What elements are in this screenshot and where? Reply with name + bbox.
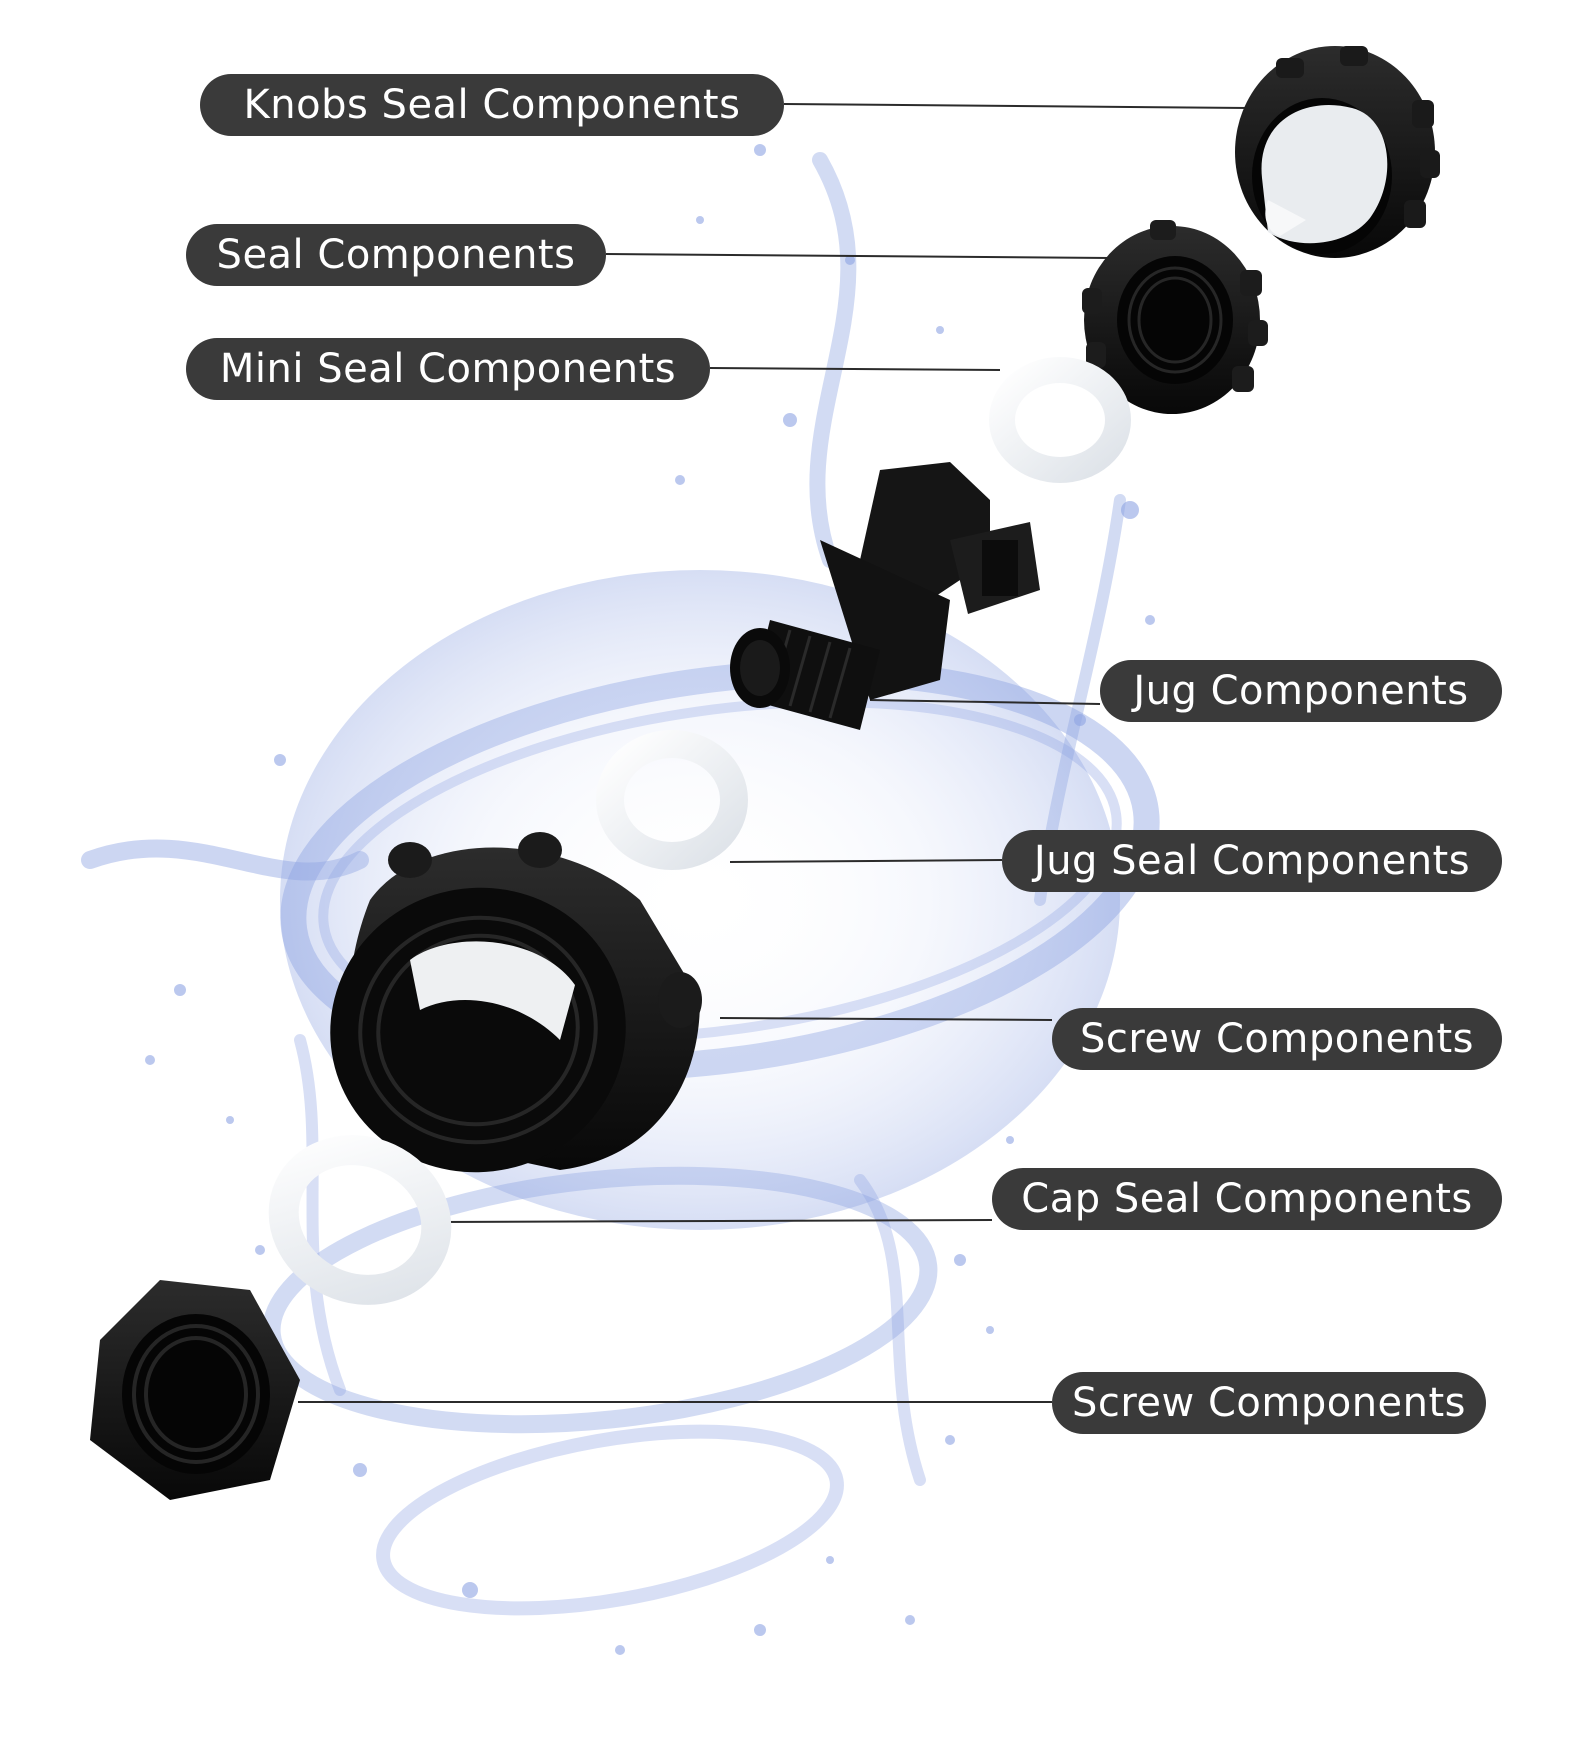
leader-line-cap-seal [439, 1219, 993, 1223]
water-droplets [145, 144, 1155, 1655]
leader-line-jug [869, 699, 1101, 705]
label-jug-components: Jug Components [1100, 660, 1502, 722]
label-cap-seal-components: Cap Seal Components [992, 1168, 1502, 1230]
label-knobs-seal-components: Knobs Seal Components [200, 74, 784, 136]
ribbed-nut-icon [1082, 220, 1268, 414]
jug-washer-icon [596, 730, 748, 870]
cap-adapter-icon [330, 832, 702, 1173]
label-screw-components-bottom: Screw Components [1052, 1372, 1486, 1434]
leader-line-seal [605, 253, 1111, 259]
leader-line-screw-top [719, 1017, 1053, 1021]
knob-cap-icon [1235, 46, 1440, 258]
leader-lines [298, 103, 1249, 1403]
label-screw-components-top: Screw Components [1052, 1008, 1502, 1070]
label-mini-seal-components: Mini Seal Components [186, 338, 710, 400]
mini-washer-icon [989, 357, 1131, 483]
leader-line-mini-seal [709, 367, 1001, 371]
leader-line-jug-seal [729, 859, 1003, 863]
label-seal-components: Seal Components [186, 224, 606, 286]
cap-washer-icon [268, 1135, 452, 1305]
hex-nut-icon [90, 1280, 300, 1500]
leader-line-knobs-seal [783, 103, 1249, 109]
label-jug-seal-components: Jug Seal Components [1002, 830, 1502, 892]
spigot-valve-icon [730, 462, 1040, 730]
